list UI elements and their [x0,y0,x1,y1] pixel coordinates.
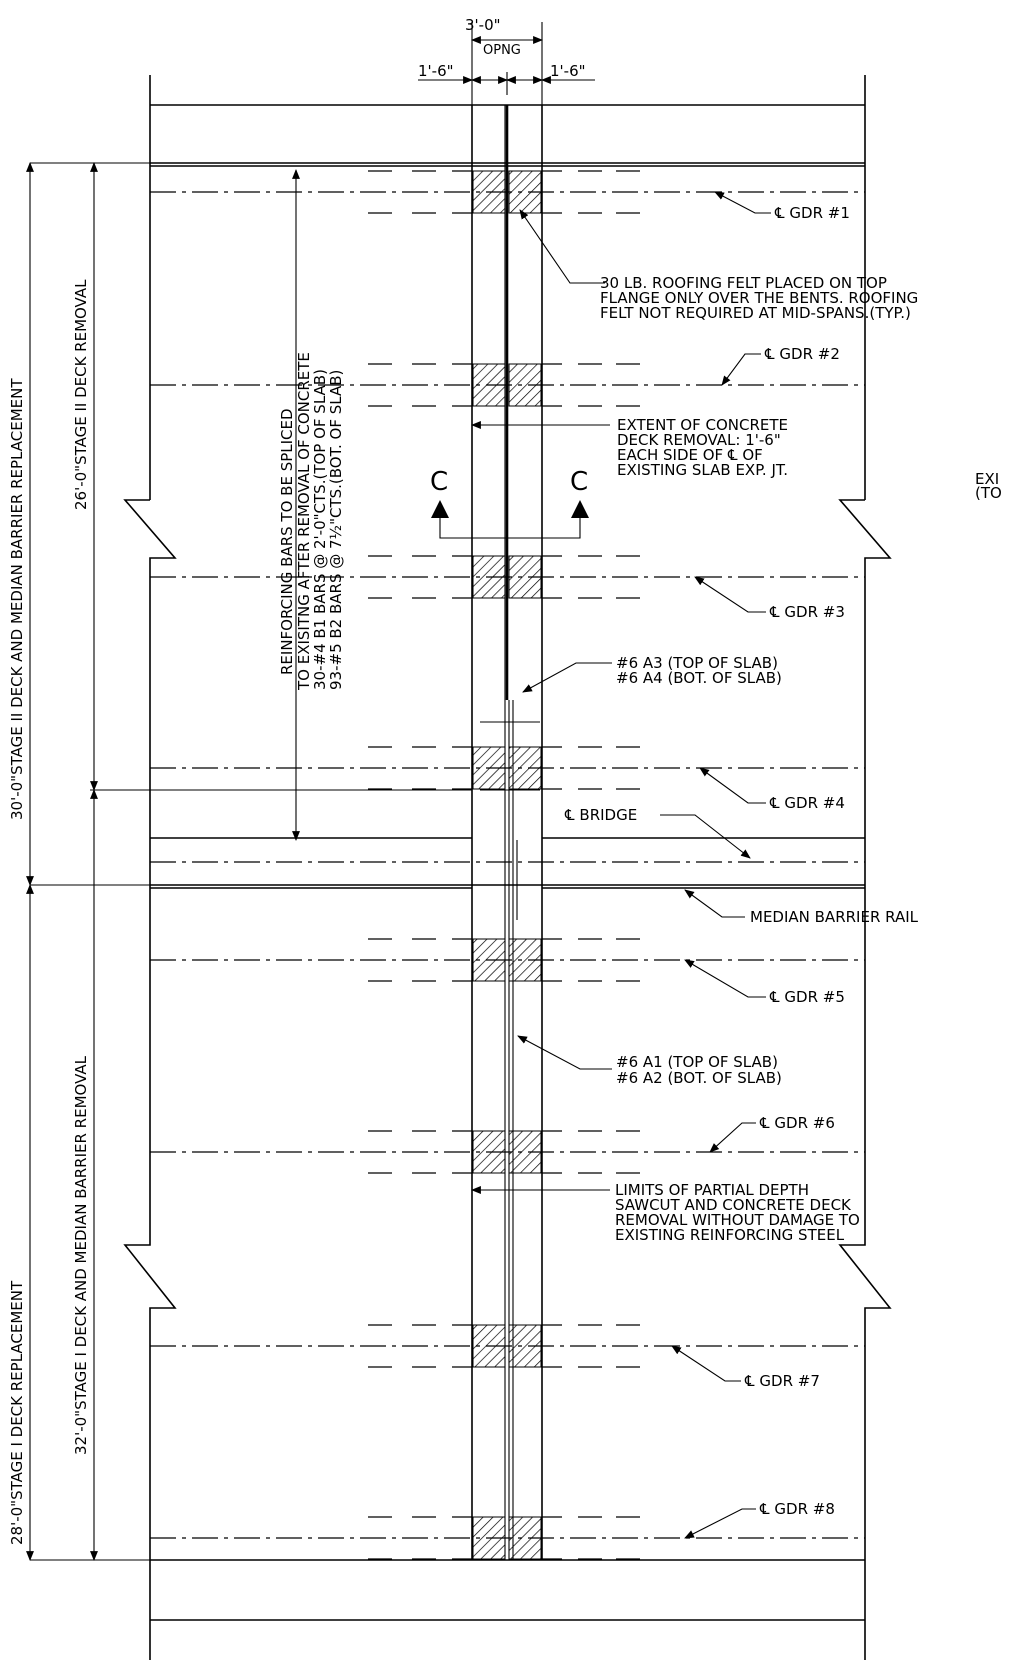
girder-label: ℄ GDR #7 [744,1372,820,1390]
girder-label: ℄ GDR #4 [769,794,845,812]
girder-leader [699,767,766,804]
sawcut-line2: SAWCUT AND CONCRETE DECK [615,1196,852,1214]
reinforcing-note: REINFORCING BARS TO BE SPLICED TO EXISIT… [278,169,345,841]
roofing-felt-hatch [472,938,506,982]
girder-leader [721,353,761,386]
deck-removal-line1: EXTENT OF CONCRETE [617,416,788,434]
girder-lines [150,170,865,1560]
reinforcing-line2: TO EXISITNG AFTER REMOVAL OF CONCRETE [295,352,313,691]
bars-a2-line2: #6 A2 (BOT. OF SLAB) [616,1069,782,1087]
roofing-felt-hatch [508,170,542,214]
opening-dimension: 3'-0" OPNG 1'-6" 1'-6" [418,16,595,105]
girder-label: ℄ GDR #1 [774,204,850,222]
girder-leader [684,959,766,998]
roofing-felt-hatch [472,555,506,599]
bars-a1-line1: #6 A1 (TOP OF SLAB) [616,1053,778,1071]
roofing-felt-hatch [508,1516,542,1560]
girder-label: ℄ GDR #6 [759,1114,835,1132]
roofing-felt-hatch [472,1324,506,1368]
removal-extent-leader [471,421,610,1194]
reinforcing-line3: 30-#4 B1 BARS @ 2'-0"CTS.(TOP OF SLAB) [311,369,329,690]
section-cut: C C [430,467,589,539]
joint-opening [471,105,543,1560]
roofing-felt-hatch [508,363,542,407]
bars-a4-line2: #6 A4 (BOT. OF SLAB) [616,669,782,687]
roofing-felt-hatch [508,1324,542,1368]
stage1-inner-label: 32'-0"STAGE I DECK AND MEDIAN BARRIER RE… [72,1055,90,1455]
girder-label: ℄ GDR #3 [769,603,845,621]
left-side-dim: 1'-6" [418,62,454,80]
sawcut-line3: REMOVAL WITHOUT DAMAGE TO [615,1211,860,1229]
roofing-felt-hatch [472,1516,506,1560]
roofing-felt-hatch [508,1130,542,1174]
girder-leader [694,576,766,613]
stage-dimensions: 30'-0"STAGE II DECK AND MEDIAN BARRIER R… [8,162,472,1561]
deck-removal-line4: EXISTING SLAB EXP. JT. [617,461,788,479]
roofing-felt-hatch [508,555,542,599]
roofing-felt-line3: FELT NOT REQUIRED AT MID-SPANS.(TYP.) [600,304,911,322]
section-mark-right: C [570,467,588,497]
stage1-outer-label: 28'-0"STAGE I DECK REPLACEMENT [8,1280,26,1545]
stage2-outer-label: 30'-0"STAGE II DECK AND MEDIAN BARRIER R… [8,378,26,820]
right-side-dim: 1'-6" [550,62,586,80]
sawcut-line4: EXISTING REINFORCING STEEL [615,1226,845,1244]
deck-removal-line3: EACH SIDE OF ℄ OF [617,446,763,464]
bridge-cl-label: ℄ BRIDGE [564,806,637,824]
reinforcing-line4: 93-#5 B2 BARS @ 7½"CTS.(BOT. OF SLAB) [327,370,345,690]
girder-label: ℄ GDR #8 [759,1500,835,1518]
roofing-felt-hatch [472,746,506,790]
girder-label: ℄ GDR #2 [764,345,840,363]
roofing-felt-hatch [508,938,542,982]
edge-text-line2: (TO [975,484,1002,502]
girder-leader [714,191,771,214]
roofing-felt-hatch [508,746,542,790]
stage2-inner-label: 26'-0"STAGE II DECK REMOVAL [72,279,90,510]
opening-dim-value: 3'-0" [465,16,501,34]
roofing-felt-line1: 30 LB. ROOFING FELT PLACED ON TOP [600,274,887,292]
section-mark-left: C [430,467,448,497]
roofing-felt-line2: FLANGE ONLY OVER THE BENTS. ROOFING [600,289,918,307]
roofing-felt-hatch [472,170,506,214]
girder-labels: ℄ GDR #1 ℄ GDR #2 ℄ GDR #3 ℄ GDR #4 ℄ GDR #5… [671,191,850,1539]
girder-leader [709,1122,756,1153]
girder-leader [684,1508,756,1539]
reinforcing-line1: REINFORCING BARS TO BE SPLICED [278,408,296,675]
roofing-felt-hatch [472,363,506,407]
notes: 30 LB. ROOFING FELT PLACED ON TOP FLANGE… [517,209,1002,1244]
roofing-felt-hatch [472,1130,506,1174]
girder-leader [671,1345,741,1382]
sawcut-line1: LIMITS OF PARTIAL DEPTH [615,1181,809,1199]
bars-a3-line1: #6 A3 (TOP OF SLAB) [616,654,778,672]
girder-label: ℄ GDR #5 [769,988,845,1006]
opening-dim-label: OPNG [483,43,521,58]
edge-text-line1: EXI [975,470,999,488]
median-rail-label: MEDIAN BARRIER RAIL [750,908,919,926]
deck-removal-line2: DECK REMOVAL: 1'-6" [617,431,781,449]
